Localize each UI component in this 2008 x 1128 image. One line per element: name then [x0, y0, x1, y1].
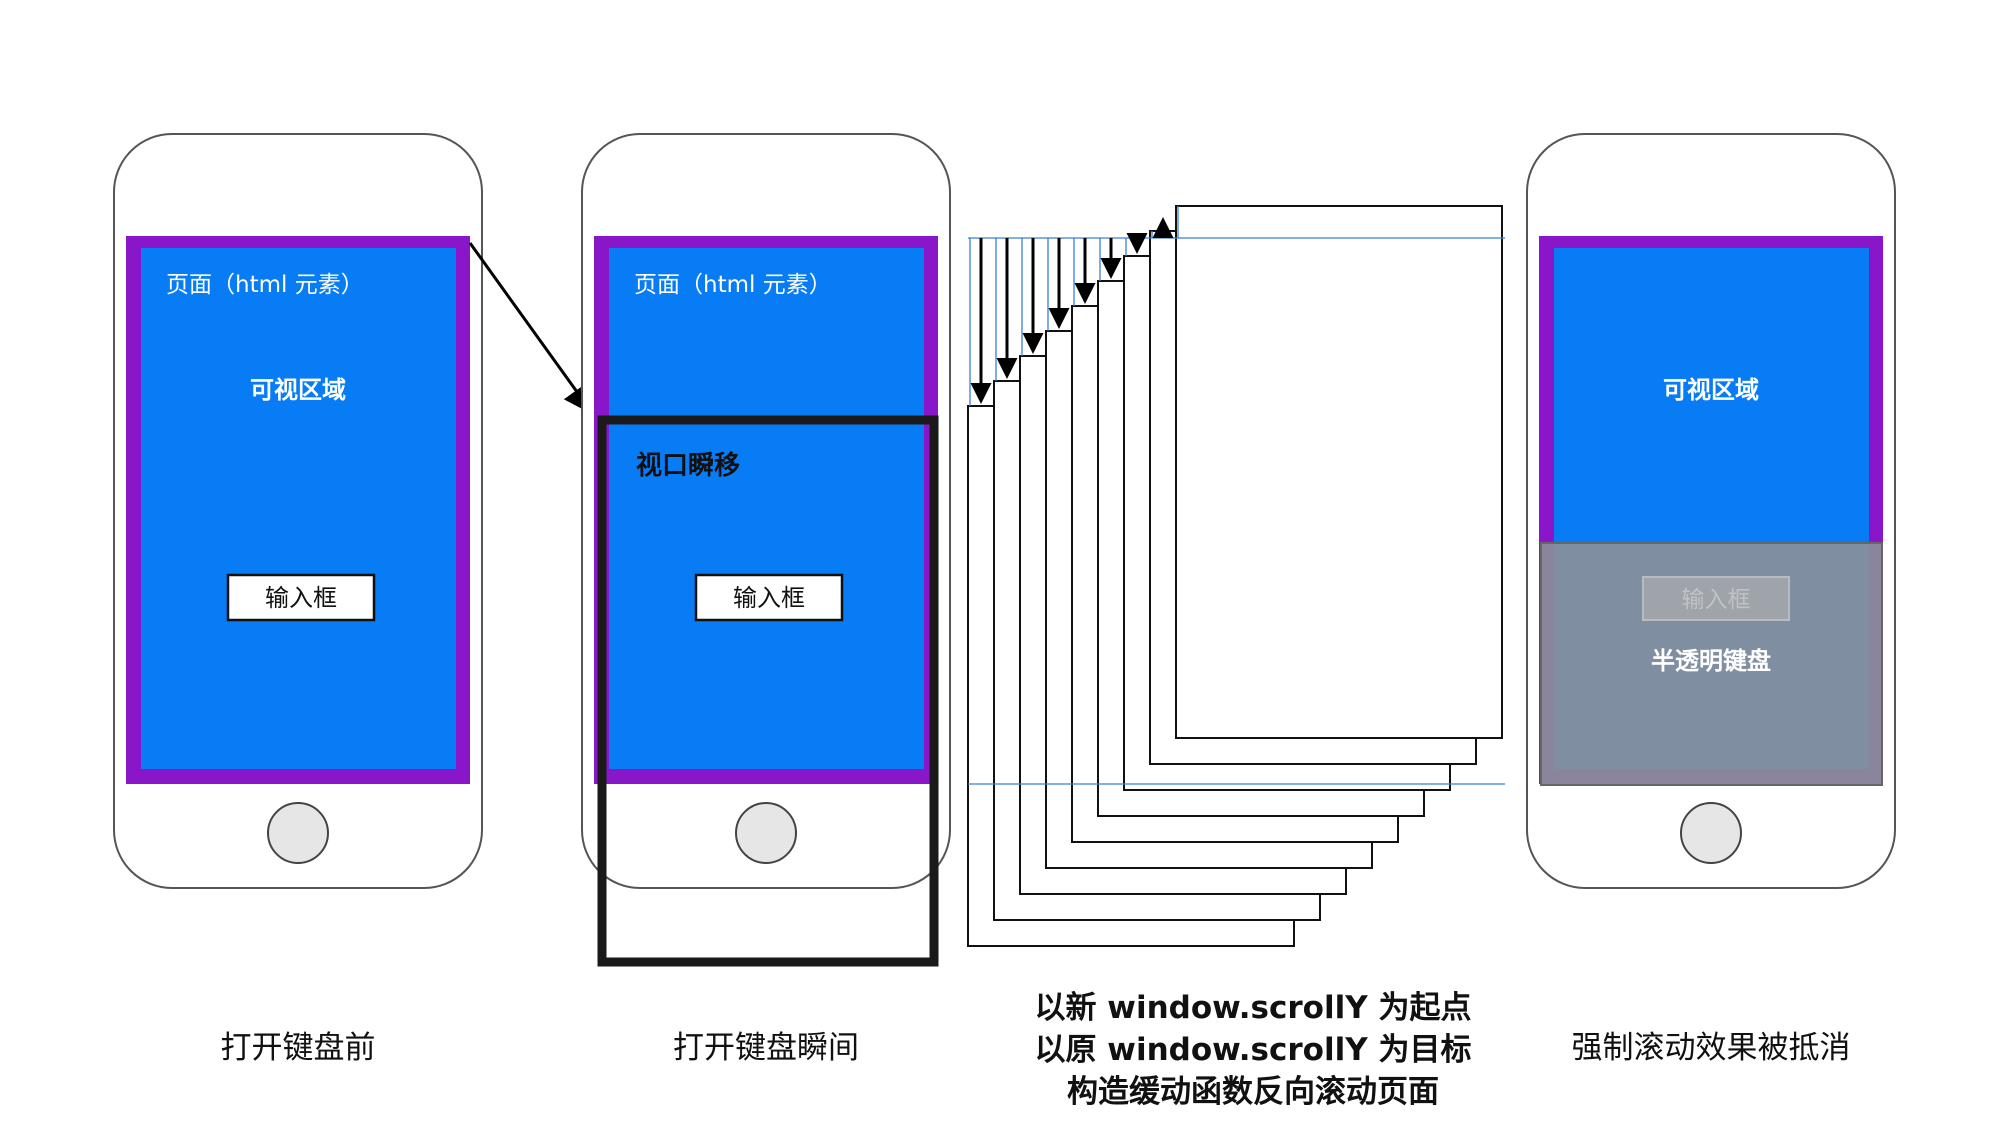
input-label-obscured: 输入框: [1682, 587, 1751, 613]
input-box-obscured: [1642, 576, 1790, 621]
animation-caption: 以新 window.scrollY 为起点 以原 window.scrollY …: [1035, 990, 1472, 1110]
visible-area: [609, 248, 924, 769]
visible-area-label: 可视区域: [1663, 376, 1759, 404]
input-box: [226, 573, 376, 622]
phone-caption: 打开键盘瞬间: [673, 1030, 859, 1066]
keyboard-label: 半透明键盘: [1651, 647, 1771, 675]
input-label: 输入框: [265, 584, 337, 612]
home-button-icon: [1680, 802, 1742, 864]
page-label: 页面（html 元素）: [166, 272, 364, 298]
visible-area: [141, 248, 456, 769]
transition-arrow: [468, 242, 594, 415]
animation-caption-line-2: 以原 window.scrollY 为目标: [1035, 1032, 1472, 1068]
home-button-icon: [267, 802, 329, 864]
home-button-icon: [735, 802, 797, 864]
viewport-frame: [597, 415, 939, 967]
phone-before-keyboard: 页面（html 元素） 可视区域 输入框 打开键盘前: [113, 133, 483, 1066]
phone-caption: 打开键盘前: [221, 1030, 376, 1066]
phone-keyboard-opening: 页面（html 元素） 视口瞬移 输入框 打开键盘瞬间: [581, 133, 951, 1066]
phone-caption: 强制滚动效果被抵消: [1572, 1030, 1851, 1066]
animation-caption-line-1: 以新 window.scrollY 为起点: [1035, 990, 1472, 1026]
input-label: 输入框: [733, 584, 805, 612]
scroll-animation-frames: [967, 205, 1505, 947]
phone-scroll-cancelled: 可视区域 输入框 半透明键盘 强制滚动效果被抵消: [1526, 133, 1896, 1066]
scroll-frame-9: [1175, 205, 1503, 739]
viewport-shift-label: 视口瞬移: [636, 451, 740, 481]
animation-caption-line-3: 构造缓动函数反向滚动页面: [1067, 1074, 1439, 1110]
page-label: 页面（html 元素）: [634, 272, 832, 298]
input-box: [694, 573, 844, 622]
visible-area-label: 可视区域: [250, 376, 346, 404]
